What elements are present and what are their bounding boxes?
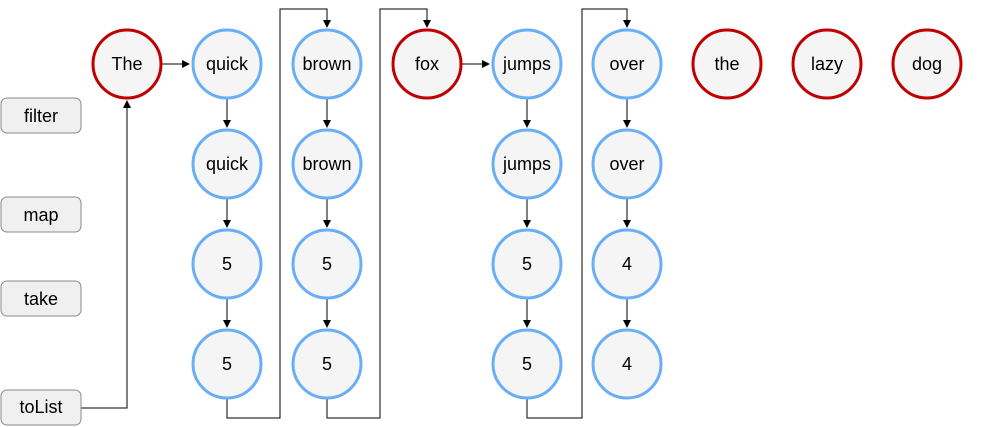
node-label: 5 xyxy=(322,254,332,274)
filter-result-node: jumps xyxy=(491,128,563,200)
edge-jumps-to-over xyxy=(526,8,631,419)
take-result-node: 5 xyxy=(291,328,363,400)
word-node: quick xyxy=(191,28,263,100)
take-result-node: 5 xyxy=(191,328,263,400)
op-tolist: toList xyxy=(0,389,82,426)
edge-brown-to-fox xyxy=(326,8,431,419)
op-take: take xyxy=(0,280,82,317)
map-result-node: 5 xyxy=(291,228,363,300)
word-node: the xyxy=(691,28,763,100)
edge-tolist-to-the xyxy=(81,100,131,409)
op-take-label: take xyxy=(24,289,58,309)
word-node-label: The xyxy=(111,54,142,74)
word-node-label: dog xyxy=(912,54,942,74)
word-node-label: over xyxy=(609,54,644,74)
word-node: fox xyxy=(391,28,463,100)
node-label: 5 xyxy=(522,254,532,274)
word-node-label: fox xyxy=(415,54,439,74)
word-node-label: jumps xyxy=(502,54,551,74)
word-node: over xyxy=(591,28,663,100)
op-map-label: map xyxy=(23,205,58,225)
op-filter: filter xyxy=(0,97,82,134)
node-label: brown xyxy=(302,154,351,174)
op-tolist-label: toList xyxy=(19,397,62,417)
node-label: 5 xyxy=(522,354,532,374)
edges xyxy=(81,8,631,419)
source-words: The quick brown fox jumps over the lazy xyxy=(91,28,963,100)
word-node-label: lazy xyxy=(811,54,843,74)
filter-result-node: over xyxy=(591,128,663,200)
node-label: 4 xyxy=(622,254,632,274)
word-node: lazy xyxy=(791,28,863,100)
op-map: map xyxy=(0,196,82,233)
node-label: over xyxy=(609,154,644,174)
op-filter-label: filter xyxy=(24,106,58,126)
node-label: quick xyxy=(206,154,249,174)
node-label: 4 xyxy=(622,354,632,374)
word-node: The xyxy=(91,28,163,100)
word-node: dog xyxy=(891,28,963,100)
node-label: 5 xyxy=(322,354,332,374)
edge-quick-to-brown xyxy=(226,8,331,419)
node-label: 5 xyxy=(222,254,232,274)
word-node: jumps xyxy=(491,28,563,100)
take-result-node: 5 xyxy=(491,328,563,400)
map-result-node: 5 xyxy=(491,228,563,300)
pipeline-nodes: quick 5 5 brown 5 5 jumps 5 xyxy=(191,128,663,400)
map-result-node: 4 xyxy=(591,228,663,300)
word-node-label: quick xyxy=(206,54,249,74)
node-label: 5 xyxy=(222,354,232,374)
filter-result-node: quick xyxy=(191,128,263,200)
map-result-node: 5 xyxy=(191,228,263,300)
node-label: jumps xyxy=(502,154,551,174)
operation-labels: filter map take toList xyxy=(0,97,82,426)
take-result-node: 4 xyxy=(591,328,663,400)
word-node: brown xyxy=(291,28,363,100)
filter-result-node: brown xyxy=(291,128,363,200)
word-node-label: brown xyxy=(302,54,351,74)
word-node-label: the xyxy=(714,54,739,74)
